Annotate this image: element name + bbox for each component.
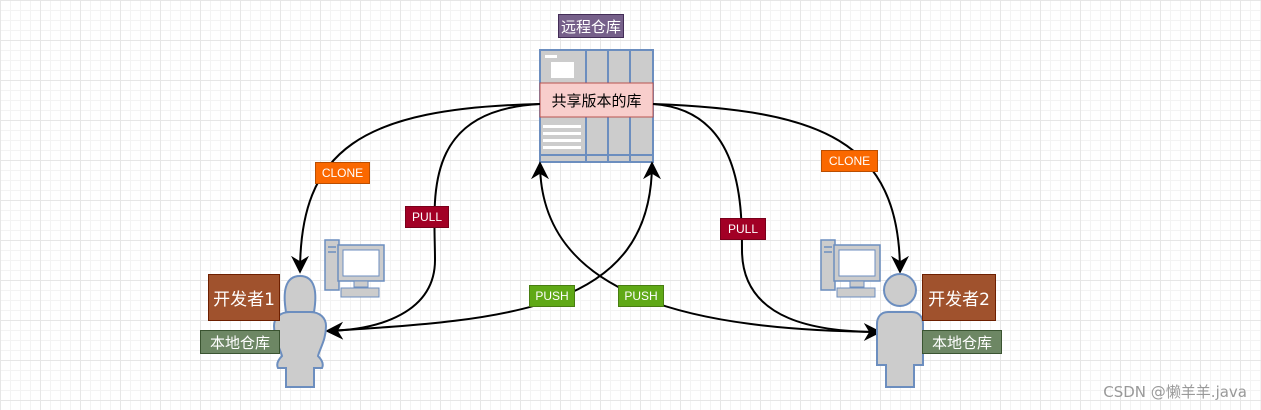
pull-label-left: PULL — [405, 206, 449, 228]
clone-arrow-left — [291, 103, 541, 274]
local-repo-label-2: 本地仓库 — [922, 330, 1002, 354]
local-repo-label-1: 本地仓库 — [200, 330, 280, 354]
pull-arrow-left — [325, 103, 541, 340]
watermark: CSDN @懒羊羊.java — [1103, 383, 1247, 401]
push-label-left: PUSH — [529, 285, 575, 307]
computer-icon-right — [820, 239, 881, 298]
user-female-icon — [272, 274, 328, 388]
clone-label-right: CLONE — [821, 150, 878, 172]
developer-2-label: 开发者2 — [922, 274, 996, 321]
developer-1-label: 开发者1 — [208, 274, 280, 321]
push-label-right: PUSH — [618, 285, 664, 307]
clone-arrow-right — [652, 103, 909, 274]
remote-repo-title: 远程仓库 — [558, 14, 624, 38]
pull-arrow-right — [652, 103, 882, 341]
repo-label: 共享版本的库 — [551, 92, 641, 110]
computer-icon-left — [324, 239, 385, 298]
user-male-icon — [876, 273, 924, 388]
pull-label-right: PULL — [720, 218, 766, 240]
clone-label-left: CLONE — [315, 162, 370, 184]
repo-label-box — [539, 82, 654, 118]
